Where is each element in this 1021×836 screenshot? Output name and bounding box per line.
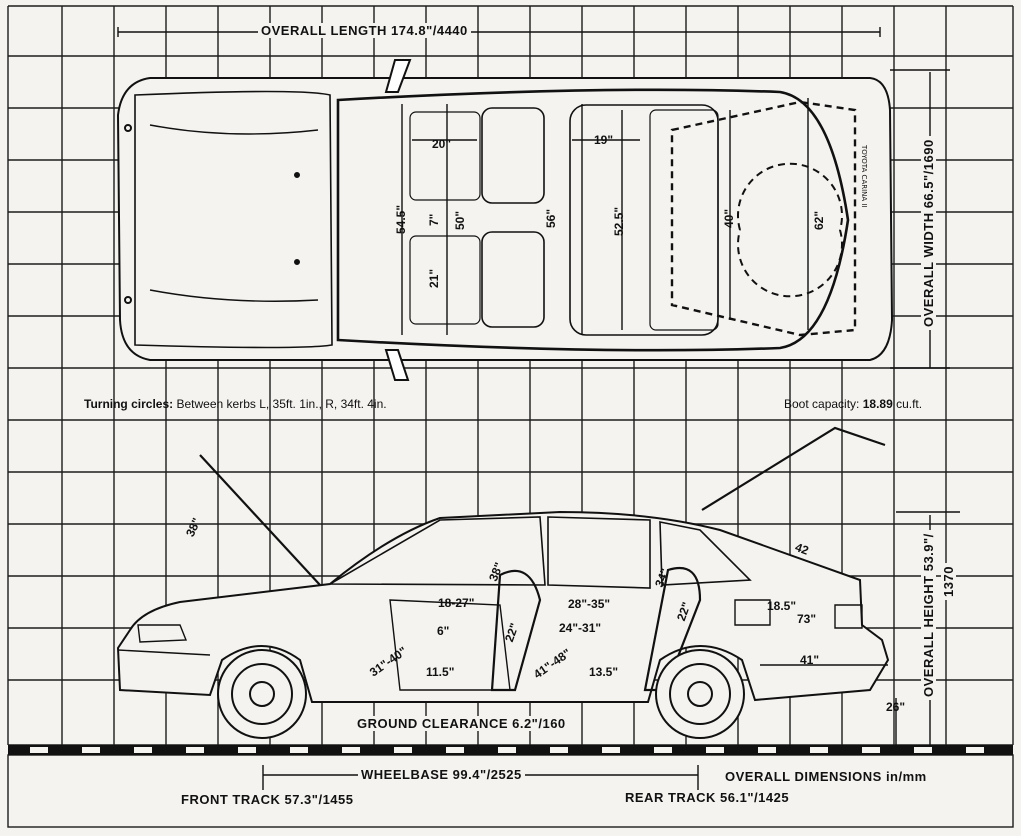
ground-tick: [966, 747, 984, 753]
front-shoulder-dim: 54.5": [394, 204, 408, 234]
ground-tick: [706, 747, 724, 753]
ground-tick: [30, 747, 48, 753]
turning-circles-note: Turning circles: Between kerbs L, 35ft. …: [84, 397, 387, 411]
ground-tick: [342, 747, 360, 753]
rear-track-label: REAR TRACK 56.1"/1425: [622, 790, 793, 805]
boot-capacity-unit: cu.ft.: [896, 397, 923, 411]
front-seat-depth-dim: 21": [427, 268, 441, 288]
turning-circles-value: Between kerbs L, 35ft. 1in., R, 34ft. 4i…: [176, 397, 387, 411]
front-seat-travel-dim: 6": [437, 624, 450, 638]
boot-height-dim: 18.5": [767, 599, 797, 613]
overall-height-mm-label: 1370: [941, 563, 956, 600]
units-note-label: OVERALL DIMENSIONS in/mm: [722, 769, 930, 784]
boot-capacity-note: Boot capacity: 18.89 cu.ft.: [784, 397, 922, 411]
cabin-width-dim: 56": [544, 208, 558, 228]
ground-tick: [82, 747, 100, 753]
boot-length-dim: 62": [812, 210, 826, 230]
footer-frame: [7, 754, 1014, 828]
dimension-lines: [117, 27, 960, 790]
overall-width-label: OVERALL WIDTH 66.5"/1690: [921, 136, 936, 330]
boot-depth-dim: 41": [800, 653, 820, 667]
ground-tick: [550, 747, 568, 753]
ground-tick: [394, 747, 412, 753]
ground-tick: [862, 747, 880, 753]
front-cushion-dim: 11.5": [426, 665, 455, 679]
rear-seat-width-dim: 19": [594, 133, 614, 147]
ground-tick: [602, 747, 620, 753]
ground-tick: [498, 747, 516, 753]
ground-tick: [238, 747, 256, 753]
boot-capacity-title: Boot capacity:: [784, 397, 860, 411]
car-badge-text: TOYOTA CARINA II: [860, 145, 868, 208]
front-seat-width-dim: 20": [432, 137, 452, 151]
ground-tick: [758, 747, 776, 753]
turning-circles-title: Turning circles:: [84, 397, 174, 411]
ground-tick: [654, 747, 672, 753]
wheelbase-label: WHEELBASE 99.4"/2525: [358, 767, 525, 782]
front-hip-dim: 50": [453, 210, 467, 230]
boot-width-dim: 40": [722, 208, 736, 228]
front-legroom-dim: 18-27": [438, 596, 475, 610]
ground-tick: [134, 747, 152, 753]
plan-view-car: [116, 59, 894, 381]
ground-clearance-label: GROUND CLEARANCE 6.2"/160: [354, 716, 569, 731]
ground-ticks: [30, 747, 984, 753]
rear-width-dim: 52.5": [612, 206, 626, 236]
boot-capacity-value: 18.89: [862, 397, 893, 411]
overall-length-label: OVERALL LENGTH 174.8"/4440: [258, 23, 471, 38]
ground-tick: [186, 747, 204, 753]
ground-tick: [290, 747, 308, 753]
ground-tick: [914, 747, 932, 753]
side-view-car: [116, 426, 890, 739]
rear-knee-dim: 28"-35": [568, 597, 611, 611]
front-track-label: FRONT TRACK 57.3"/1455: [178, 792, 357, 807]
front-gap-dim: 7": [427, 213, 441, 226]
ground-tick: [446, 747, 464, 753]
boot-floor-dim: 73": [797, 612, 817, 626]
sill-height-dim: 26": [886, 700, 906, 714]
rear-cushion-dim: 13.5": [589, 665, 619, 679]
overall-height-label: OVERALL HEIGHT 53.9"/: [921, 530, 936, 700]
rear-leg-dim: 24"-31": [559, 621, 602, 635]
ground-tick: [810, 747, 828, 753]
